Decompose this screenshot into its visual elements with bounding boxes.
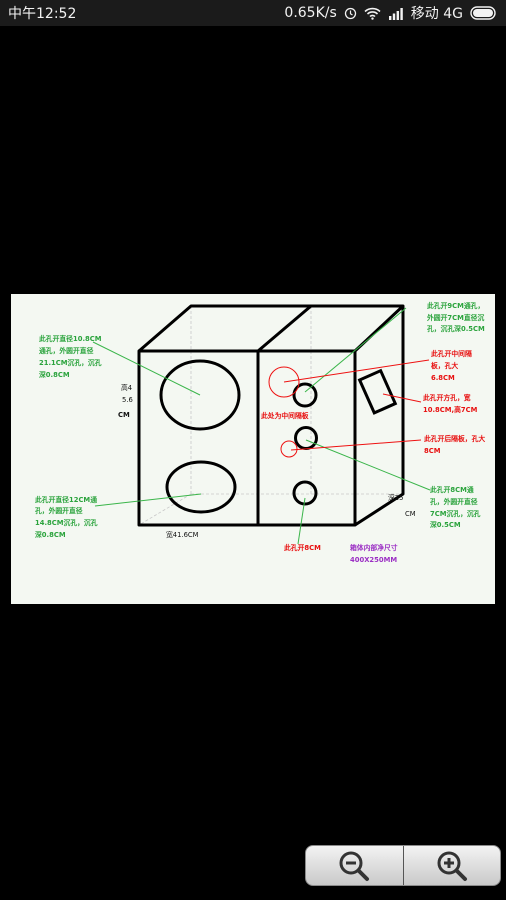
label-left-bottom-3: 14.8CM沉孔，沉孔 bbox=[35, 518, 98, 527]
red-labels: 此处为中间隔板 此孔开中间隔 板，孔大 6.8CM 此孔开方孔，宽 10.8CM… bbox=[261, 349, 485, 552]
label-depth-1: 深25 bbox=[388, 493, 403, 502]
svg-text:孔，沉孔深0.5CM: 孔，沉孔深0.5CM bbox=[427, 324, 485, 333]
label-left-top-3: 21.1CM沉孔，沉孔 bbox=[39, 358, 102, 367]
label-inner-size-1: 箱体内部净尺寸 bbox=[350, 543, 398, 552]
wifi-icon bbox=[364, 7, 381, 20]
label-right-top-1: 此孔开9CM通孔， bbox=[427, 301, 484, 310]
speaker-box-diagram: 此孔开直径10.8CM 通孔，外圆开直径 21.1CM沉孔，沉孔 深0.8CM … bbox=[35, 301, 485, 564]
label-right-bottom-4: 深0.5CM bbox=[430, 520, 461, 529]
svg-text:此孔开方孔，宽: 此孔开方孔，宽 bbox=[423, 393, 471, 402]
label-inner-size-2: 400X250MM bbox=[350, 556, 397, 564]
label-left-bottom-2: 孔，外圆开直径 bbox=[35, 506, 83, 515]
zoom-out-icon bbox=[339, 851, 370, 881]
label-right-top-2: 外圆开7CM直径沉 bbox=[427, 313, 484, 322]
svg-text:宽41.6CM: 宽41.6CM bbox=[166, 530, 199, 539]
zoom-out-button[interactable] bbox=[306, 846, 403, 885]
inner-holes bbox=[268, 366, 300, 458]
diagram-image[interactable]: 此孔开直径10.8CM 通孔，外圆开直径 21.1CM沉孔，沉孔 深0.8CM … bbox=[11, 294, 495, 604]
label-depth-2: CM bbox=[405, 510, 416, 518]
battery-icon bbox=[470, 6, 498, 20]
label-height-1: 高4 bbox=[121, 383, 132, 392]
svg-text:此处为中间隔板: 此处为中间隔板 bbox=[261, 411, 309, 420]
zoom-in-icon bbox=[437, 851, 467, 881]
label-right-top-3: 孔，沉孔深0.5CM bbox=[427, 324, 485, 333]
svg-text:深25: 深25 bbox=[388, 493, 403, 502]
svg-text:深0.8CM: 深0.8CM bbox=[39, 370, 70, 379]
zoom-in-button[interactable] bbox=[404, 846, 501, 885]
svg-text:400X250MM: 400X250MM bbox=[350, 556, 397, 564]
svg-text:6.8CM: 6.8CM bbox=[431, 374, 455, 382]
svg-text:CM: CM bbox=[405, 510, 416, 518]
svg-text:深0.5CM: 深0.5CM bbox=[430, 520, 461, 529]
status-indicators: 0.65K/s 移动 4G bbox=[284, 3, 498, 23]
svg-text:此孔开9CM通孔，: 此孔开9CM通孔， bbox=[427, 301, 484, 310]
svg-text:21.1CM沉孔，沉孔: 21.1CM沉孔，沉孔 bbox=[39, 358, 102, 367]
svg-text:孔，外圆开直径: 孔，外圆开直径 bbox=[430, 497, 478, 506]
label-left-bottom-4: 深0.8CM bbox=[35, 530, 66, 539]
svg-text:10.8CM,高7CM: 10.8CM,高7CM bbox=[423, 405, 478, 414]
label-right-bottom-2: 孔，外圆开直径 bbox=[430, 497, 478, 506]
alarm-icon bbox=[344, 7, 357, 20]
purple-labels: 箱体内部净尺寸 400X250MM bbox=[350, 543, 398, 564]
box-outline bbox=[137, 304, 405, 527]
label-right-square-1: 此孔开方孔，宽 bbox=[423, 393, 471, 402]
svg-text:CM: CM bbox=[118, 411, 130, 419]
svg-text:8CM: 8CM bbox=[424, 447, 441, 455]
label-right-partition-1: 此孔开中间隔 bbox=[431, 349, 472, 358]
svg-text:通孔，外圆开直径: 通孔，外圆开直径 bbox=[39, 346, 94, 355]
svg-text:5.6: 5.6 bbox=[122, 396, 133, 404]
label-right-middle-1: 此孔开后隔板，孔大 bbox=[424, 434, 485, 443]
label-partition-note: 此处为中间隔板 bbox=[261, 411, 309, 420]
svg-text:深0.8CM: 深0.8CM bbox=[35, 530, 66, 539]
label-right-bottom-1: 此孔开8CM通 bbox=[430, 485, 474, 494]
svg-text:孔，外圆开直径: 孔，外圆开直径 bbox=[35, 506, 83, 515]
label-width: 宽41.6CM bbox=[166, 530, 199, 539]
signal-icon bbox=[388, 7, 404, 20]
label-height-3: CM bbox=[118, 411, 130, 419]
label-left-top-4: 深0.8CM bbox=[39, 370, 70, 379]
carrier-label: 移动 4G bbox=[410, 6, 463, 22]
label-right-square-2: 10.8CM,高7CM bbox=[423, 405, 478, 414]
svg-text:14.8CM沉孔，沉孔: 14.8CM沉孔，沉孔 bbox=[35, 518, 98, 527]
green-labels: 此孔开直径10.8CM 通孔，外圆开直径 21.1CM沉孔，沉孔 深0.8CM … bbox=[35, 301, 485, 539]
svg-text:此孔开中间隔: 此孔开中间隔 bbox=[431, 349, 472, 358]
status-bar: 中午12:52 0.65K/s 移动 4G bbox=[0, 0, 506, 26]
svg-text:此孔开后隔板，孔大: 此孔开后隔板，孔大 bbox=[424, 434, 485, 443]
cutouts bbox=[159, 359, 398, 514]
red-leaders bbox=[283, 359, 430, 451]
label-right-middle-2: 8CM bbox=[424, 447, 441, 455]
label-height-2: 5.6 bbox=[122, 396, 133, 404]
label-right-partition-2: 板，孔大 bbox=[431, 361, 458, 370]
svg-text:板，孔大: 板，孔大 bbox=[431, 361, 458, 370]
network-speed: 0.65K/s bbox=[284, 5, 337, 21]
green-leaders bbox=[92, 307, 431, 545]
label-bottom-hole: 此孔开8CM bbox=[284, 543, 321, 552]
svg-text:此孔开直径12CM通: 此孔开直径12CM通 bbox=[35, 495, 97, 504]
label-left-top-1: 此孔开直径10.8CM bbox=[39, 334, 102, 343]
svg-text:此孔开直径10.8CM: 此孔开直径10.8CM bbox=[39, 334, 102, 343]
svg-text:此孔开8CM通: 此孔开8CM通 bbox=[430, 485, 474, 494]
svg-text:高4: 高4 bbox=[121, 383, 132, 392]
label-left-top-2: 通孔，外圆开直径 bbox=[39, 346, 94, 355]
label-left-bottom-1: 此孔开直径12CM通 bbox=[35, 495, 97, 504]
svg-text:箱体内部净尺寸: 箱体内部净尺寸 bbox=[350, 543, 398, 552]
zoom-controls bbox=[305, 845, 501, 886]
dimension-labels: 高4 5.6 CM 宽41.6CM 深25 CM bbox=[118, 383, 416, 539]
svg-text:外圆开7CM直径沉: 外圆开7CM直径沉 bbox=[427, 313, 484, 322]
zoom-divider bbox=[402, 846, 404, 885]
label-right-bottom-3: 7CM沉孔，沉孔 bbox=[430, 509, 481, 518]
label-right-partition-3: 6.8CM bbox=[431, 374, 455, 382]
svg-text:此孔开8CM: 此孔开8CM bbox=[284, 543, 321, 552]
svg-text:7CM沉孔，沉孔: 7CM沉孔，沉孔 bbox=[430, 509, 481, 518]
status-time: 中午12:52 bbox=[8, 6, 77, 22]
